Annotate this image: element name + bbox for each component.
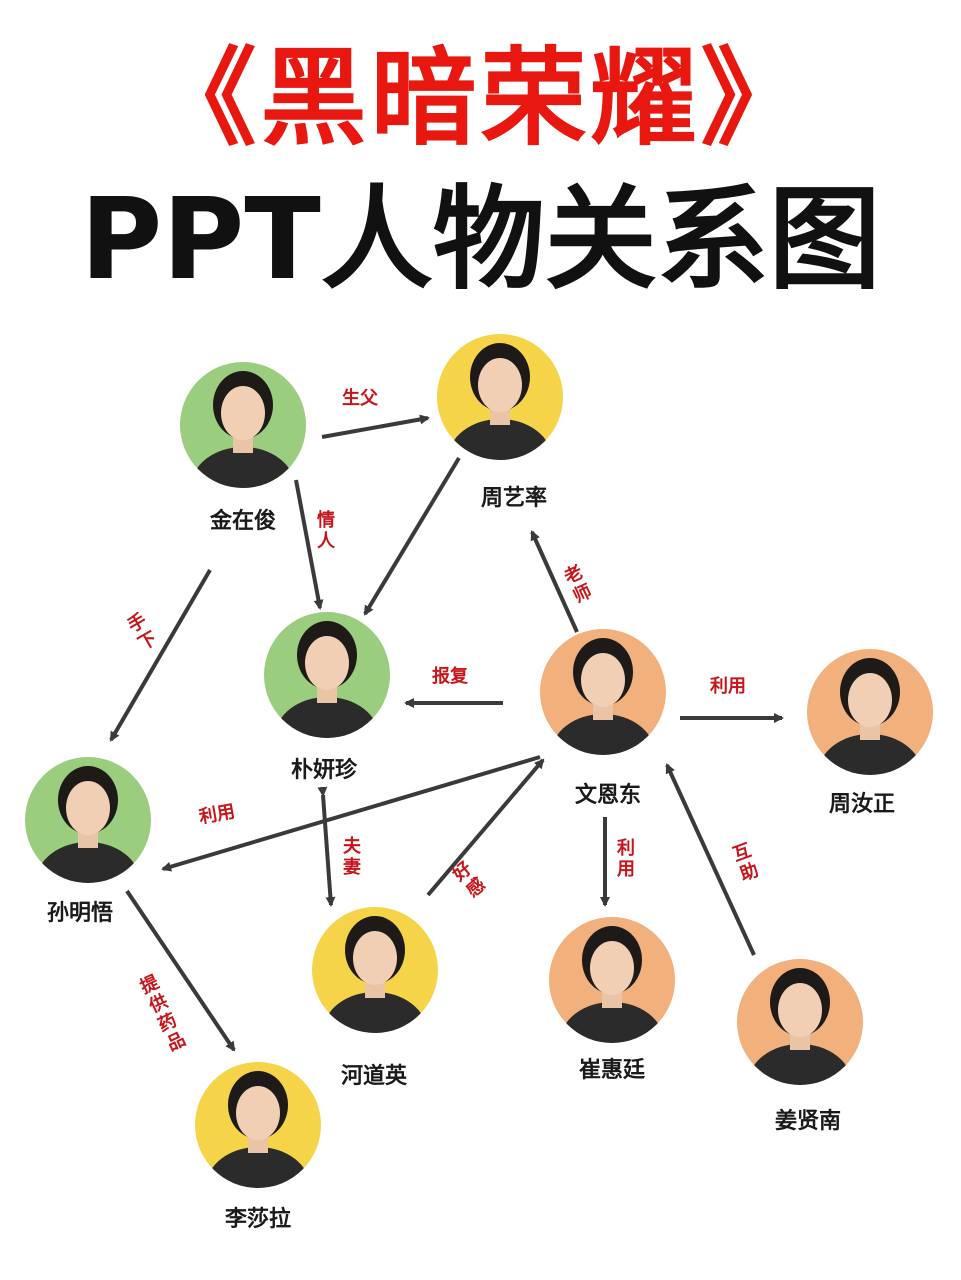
character-node-sunmingwu: 孙明悟 xyxy=(25,757,151,926)
relation-arrow-wenendong-zhouyilv xyxy=(530,530,579,633)
character-node-wenendong: 文恩东 xyxy=(540,629,666,808)
portrait-silhouette xyxy=(275,621,379,738)
relation-arrow-jinzaijun-sunmingwu xyxy=(109,568,212,742)
relation-label: 互助 xyxy=(730,840,761,886)
character-name: 李莎拉 xyxy=(224,1206,291,1232)
relation-label: 利用 xyxy=(710,675,746,697)
subtitle: PPT人物关系图 xyxy=(80,175,881,305)
relation-arrow-piaoyanzhen-hedaoying xyxy=(317,786,336,907)
character-node-hedaoying: 河道英 xyxy=(312,907,438,1089)
relation-arrow-jiangxiannan-wenendong xyxy=(665,763,756,956)
character-name: 孙明悟 xyxy=(47,901,113,926)
relation-label: 提供药品 xyxy=(136,970,190,1055)
character-node-jinzaijun: 金在俊 xyxy=(180,362,306,534)
portrait-silhouette xyxy=(206,1071,310,1188)
character-name: 姜贤南 xyxy=(775,1108,841,1134)
relation-label: 老师 xyxy=(561,561,595,608)
edges-layer xyxy=(109,414,784,1052)
character-node-zhouyilv: 周艺率 xyxy=(437,334,563,511)
character-name: 周艺率 xyxy=(481,485,547,511)
main-title: 《黑暗荣耀》 xyxy=(150,37,811,160)
portrait-silhouette xyxy=(36,766,140,883)
relation-arrow-jinzaijun-piaoyanzhen xyxy=(294,479,324,610)
character-name: 朴妍珍 xyxy=(291,757,358,783)
relation-label: 情人 xyxy=(317,510,336,552)
character-name: 文恩东 xyxy=(575,782,641,808)
portrait-silhouette xyxy=(818,658,922,775)
relation-arrow-sunmingwu-lishala xyxy=(125,889,236,1052)
character-node-piaoyanzhen: 朴妍珍 xyxy=(264,612,390,783)
portrait-silhouette xyxy=(560,926,664,1043)
relation-arrow-hedaoying-wenendong xyxy=(426,758,545,897)
portrait-silhouette xyxy=(551,638,655,755)
portrait-silhouette xyxy=(191,371,295,488)
relation-label: 报复 xyxy=(432,665,469,687)
portrait-silhouette xyxy=(448,343,552,460)
relation-arrow-jinzaijun-zhouyilv xyxy=(321,414,430,439)
character-node-zhouruzheng: 周汝正 xyxy=(807,649,933,817)
relation-label: 手下 xyxy=(124,609,161,655)
character-name: 崔惠廷 xyxy=(579,1058,646,1083)
relation-label: 夫妻 xyxy=(343,835,362,878)
relation-label: 利用 xyxy=(197,800,236,828)
character-name: 金在俊 xyxy=(209,508,276,534)
relation-label: 利用 xyxy=(617,837,635,880)
relation-arrow-wenendong-sunmingwu xyxy=(161,755,541,872)
character-node-jiangxiannan: 姜贤南 xyxy=(737,959,863,1134)
relation-arrow-zhouyilv-piaoyanzhen xyxy=(363,456,461,616)
character-node-cuihuiting: 崔惠廷 xyxy=(549,917,675,1083)
character-name: 河道英 xyxy=(341,1063,408,1089)
portrait-silhouette xyxy=(748,968,852,1085)
portrait-silhouette xyxy=(323,916,427,1033)
character-name: 周汝正 xyxy=(829,792,895,817)
relation-label: 生父 xyxy=(342,387,379,409)
character-node-lishala: 李莎拉 xyxy=(195,1062,321,1232)
